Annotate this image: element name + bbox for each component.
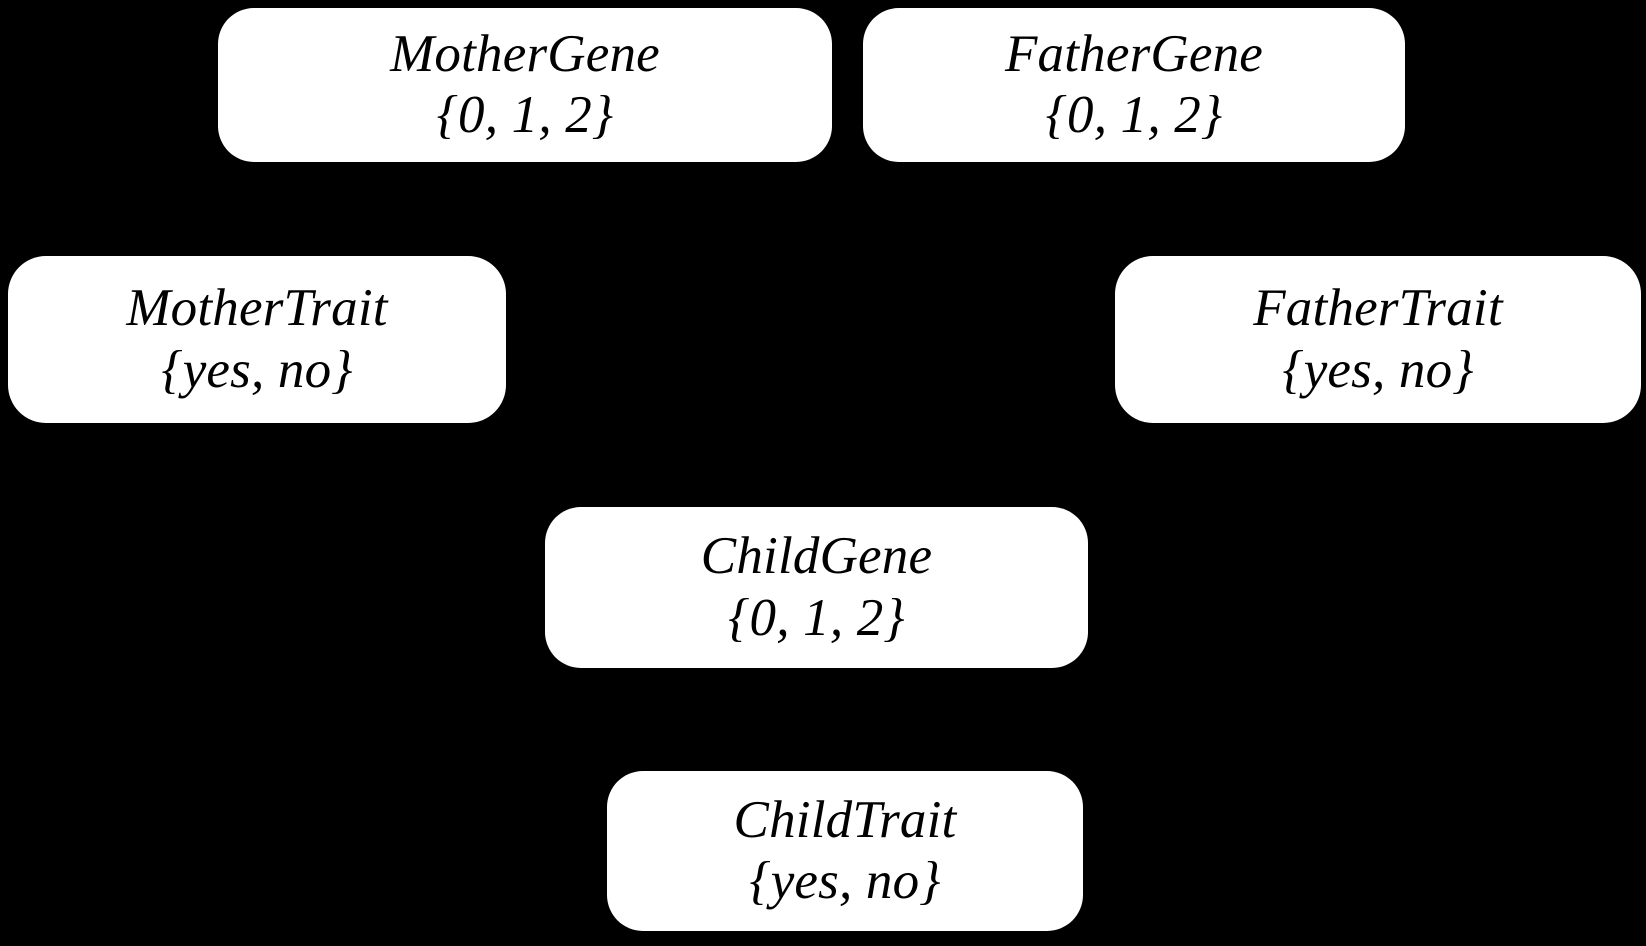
node-father-gene-name: FatherGene [1004, 24, 1264, 83]
node-child-trait[interactable]: ChildTrait {yes, no} [607, 771, 1083, 931]
node-mother-gene-name: MotherGene [390, 24, 660, 83]
node-mother-gene-domain: {0, 1, 2} [436, 86, 614, 144]
node-mother-trait-domain: {yes, no} [161, 340, 353, 399]
node-father-trait-domain: {yes, no} [1282, 340, 1474, 399]
node-child-trait-domain: {yes, no} [749, 852, 941, 910]
node-father-trait-name: FatherTrait [1253, 279, 1503, 338]
node-child-gene[interactable]: ChildGene {0, 1, 2} [545, 507, 1088, 668]
node-father-gene-domain: {0, 1, 2} [1045, 86, 1223, 144]
node-mother-gene[interactable]: MotherGene {0, 1, 2} [218, 8, 832, 162]
node-mother-trait[interactable]: MotherTrait {yes, no} [8, 256, 506, 423]
node-father-gene[interactable]: FatherGene {0, 1, 2} [863, 8, 1405, 162]
node-child-gene-name: ChildGene [700, 527, 933, 586]
node-mother-trait-name: MotherTrait [126, 279, 388, 338]
node-father-trait[interactable]: FatherTrait {yes, no} [1115, 256, 1641, 423]
node-child-trait-name: ChildTrait [733, 790, 957, 849]
node-child-gene-domain: {0, 1, 2} [728, 588, 905, 647]
